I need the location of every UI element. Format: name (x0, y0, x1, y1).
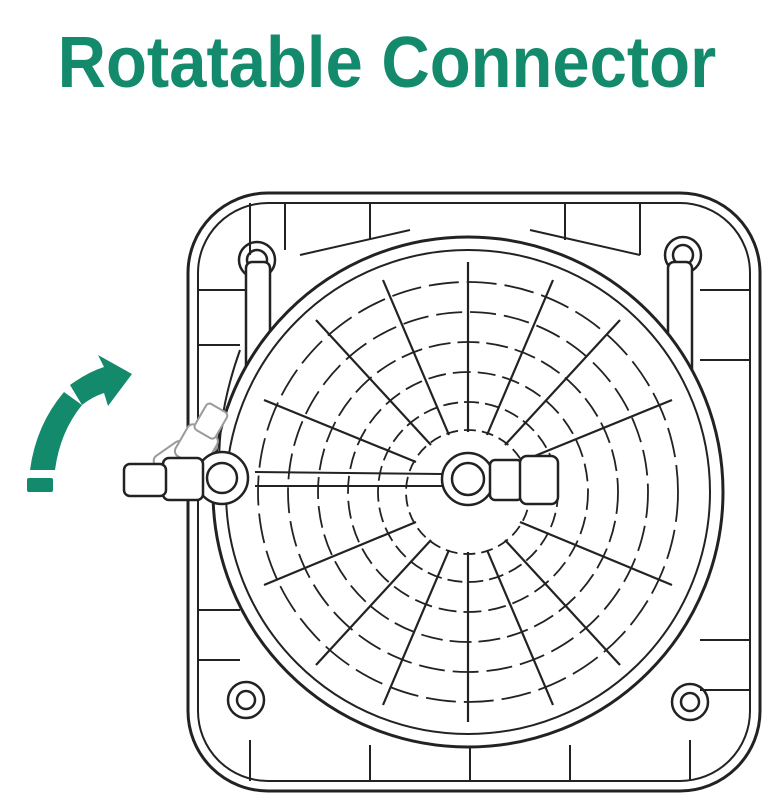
hose-connector-icon (122, 450, 250, 506)
page-title: Rotatable Connector (57, 23, 717, 103)
disk-spokes (263, 262, 673, 722)
frame-ribs (198, 203, 750, 781)
center-hub (440, 451, 560, 507)
curved-arrow-icon (27, 355, 132, 492)
